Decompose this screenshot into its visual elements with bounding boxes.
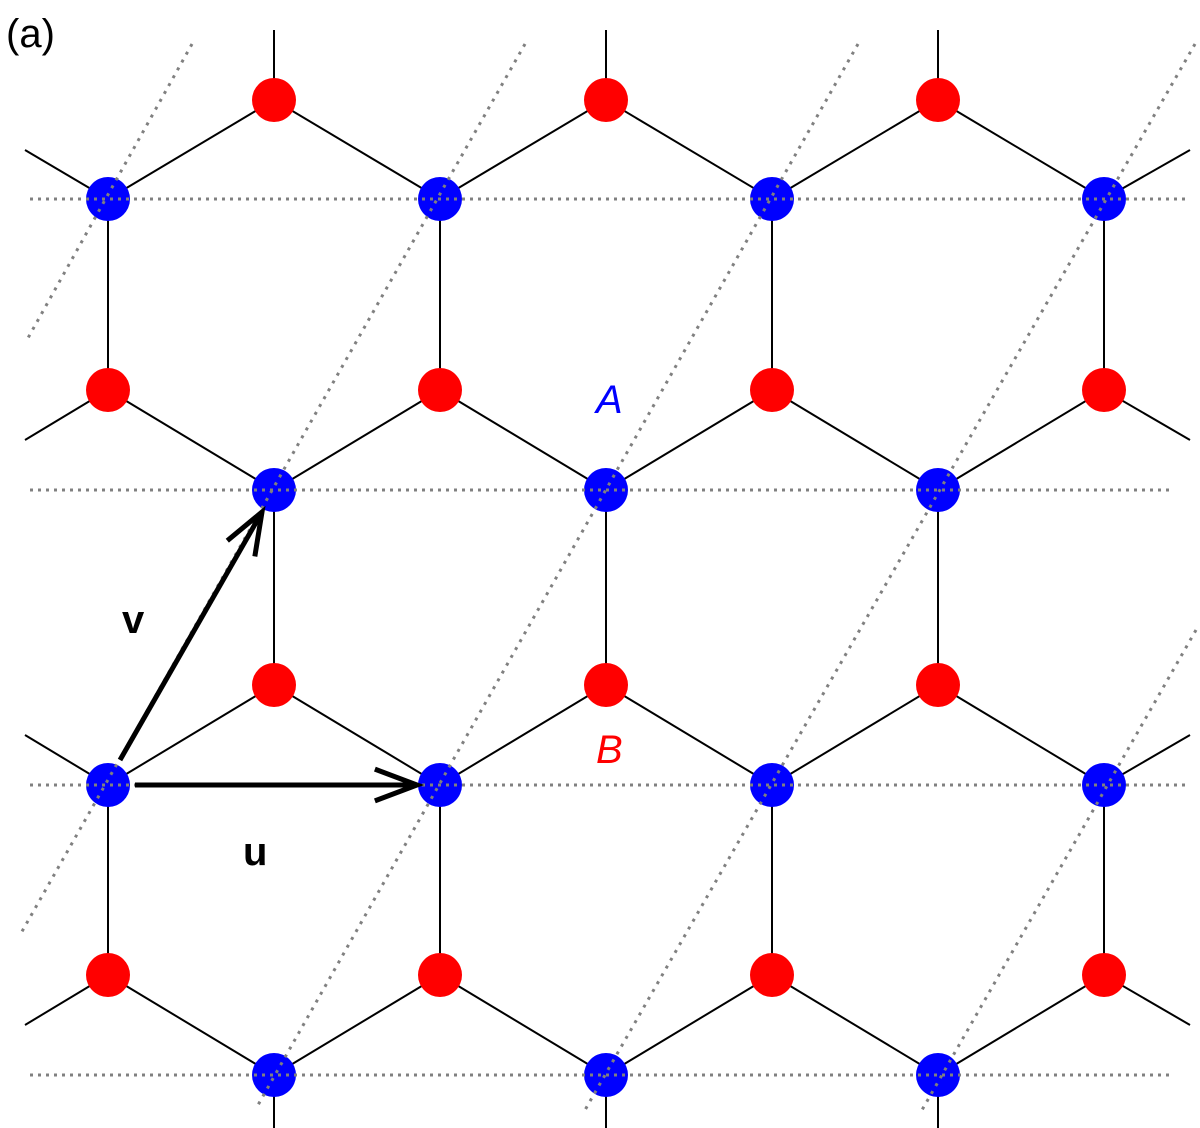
atom-a <box>86 177 130 221</box>
atom-b <box>750 368 794 412</box>
bond <box>937 389 1105 491</box>
vector-u-arrow-arrowhead-icon <box>374 766 425 804</box>
bond <box>605 389 773 491</box>
diagonal-guide-line <box>583 43 1197 1111</box>
bond <box>771 684 939 786</box>
vector-v-arrow-arrowhead-icon <box>225 505 266 557</box>
atom-a <box>252 1053 296 1097</box>
sublattice-a-label: A <box>596 378 623 422</box>
bond <box>107 684 275 786</box>
bond <box>937 684 1105 786</box>
bonds-layer <box>24 30 1191 1128</box>
bond <box>273 974 441 1076</box>
bond <box>771 389 939 491</box>
atom-a <box>916 468 960 512</box>
bond <box>439 389 607 491</box>
atom-b <box>418 368 462 412</box>
vector-v-arrow <box>117 510 265 762</box>
bond <box>107 974 275 1076</box>
bond <box>273 684 441 786</box>
bond <box>439 974 607 1076</box>
bond <box>771 974 939 1076</box>
bond <box>107 389 275 491</box>
sublattice-a-atoms <box>30 177 1185 1097</box>
atom-b <box>86 953 130 997</box>
atom-b <box>750 953 794 997</box>
bond <box>273 99 441 200</box>
panel-label: (a) <box>6 12 55 56</box>
diagonal-guide-line <box>26 43 194 339</box>
bond <box>107 99 275 200</box>
atom-b <box>584 78 628 122</box>
bond <box>439 684 607 786</box>
atom-a <box>916 1053 960 1097</box>
atom-b <box>916 78 960 122</box>
bond <box>605 99 773 200</box>
sublattice-b-label: B <box>596 728 623 772</box>
bond <box>605 684 773 786</box>
bond <box>273 389 441 491</box>
primitive-vectors <box>117 505 425 804</box>
atom-b <box>86 368 130 412</box>
atom-b <box>252 663 296 707</box>
atom-a <box>750 177 794 221</box>
atom-a <box>750 763 794 807</box>
bond <box>605 974 773 1076</box>
atom-b <box>916 663 960 707</box>
atom-b <box>252 78 296 122</box>
atom-b <box>1082 368 1126 412</box>
sublattice-b-atoms <box>86 78 1126 997</box>
vector-v-label: v <box>122 598 145 642</box>
bond <box>771 99 939 200</box>
atom-b <box>1082 953 1126 997</box>
diagonal-guide-line <box>256 43 860 1106</box>
atom-a <box>86 763 130 807</box>
bond <box>937 974 1105 1076</box>
vector-u-label: u <box>243 830 268 874</box>
bond <box>439 99 607 200</box>
atom-b <box>584 663 628 707</box>
diagonal-guide-line <box>920 629 1198 1111</box>
horizontal-guide-lines <box>30 197 1185 1077</box>
atom-b <box>418 953 462 997</box>
atom-a <box>252 468 296 512</box>
diagonal-guide-lines <box>18 43 1198 1111</box>
bond <box>937 99 1105 200</box>
